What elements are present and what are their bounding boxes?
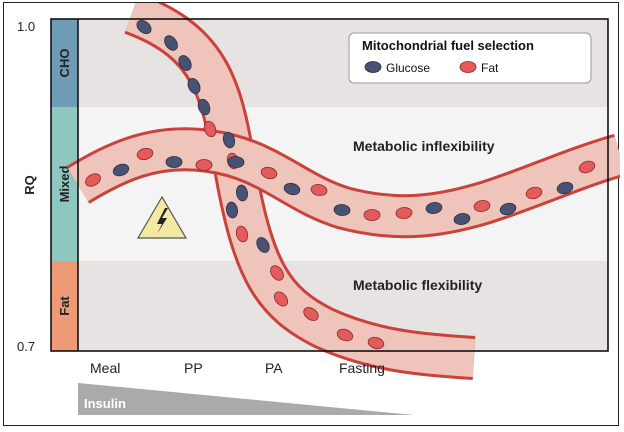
vessels bbox=[66, 0, 624, 380]
glucose-cell bbox=[222, 131, 236, 149]
y-axis-bottom-value: 0.7 bbox=[17, 339, 35, 354]
glucose-cell bbox=[187, 77, 201, 95]
legend-box bbox=[348, 32, 592, 84]
fat-cell bbox=[363, 209, 381, 221]
inflexibility-label: Metabolic inflexibility bbox=[353, 138, 495, 154]
legend-glucose-swatch bbox=[364, 61, 382, 73]
figure-frame: CHO Mixed Fat Metabolic inflexibility Me… bbox=[3, 0, 624, 426]
glucose-cell bbox=[425, 202, 443, 214]
fat-cell bbox=[195, 159, 213, 171]
fat-cell bbox=[367, 336, 385, 350]
glucose-cell bbox=[112, 163, 130, 177]
fat-cell bbox=[395, 207, 413, 219]
fat-cell bbox=[310, 184, 328, 196]
steep-vessel-wall bbox=[125, 0, 476, 377]
diagram-canvas: CHO Mixed Fat Metabolic inflexibility Me… bbox=[17, 0, 624, 415]
fat-cell bbox=[85, 173, 101, 187]
fat-cell bbox=[303, 307, 319, 321]
glucose-cell bbox=[283, 182, 301, 196]
glucose-cell bbox=[164, 35, 178, 51]
x-tick-pa: PA bbox=[265, 360, 283, 376]
y-axis-label: RQ bbox=[22, 175, 37, 195]
fat-cell bbox=[525, 186, 543, 200]
glucose-cell bbox=[499, 202, 517, 216]
glucose-cell bbox=[226, 201, 238, 219]
x-tick-meal: Meal bbox=[90, 360, 120, 376]
fat-cell bbox=[235, 225, 249, 243]
band-mixed-label: Mixed bbox=[57, 166, 72, 203]
fat-cell bbox=[260, 166, 278, 180]
band-fat-label: Fat bbox=[57, 296, 72, 316]
fat-cell bbox=[336, 328, 354, 342]
insulin-label: Insulin bbox=[84, 396, 126, 411]
fat-cell bbox=[473, 200, 491, 212]
lightning-warning-icon bbox=[136, 195, 188, 239]
glucose-cell bbox=[136, 19, 152, 35]
band-cho-label: CHO bbox=[57, 49, 72, 78]
flexibility-label: Metabolic flexibility bbox=[353, 277, 482, 293]
plot-border bbox=[50, 18, 609, 352]
fat-cell bbox=[273, 291, 289, 307]
legend-glucose-label: Glucose bbox=[386, 61, 430, 75]
glucose-cell bbox=[453, 213, 471, 225]
glucose-cell bbox=[165, 156, 183, 168]
steep-vessel bbox=[123, 0, 476, 380]
x-tick-pp: PP bbox=[184, 360, 203, 376]
legend-title: Mitochondrial fuel selection bbox=[362, 38, 534, 53]
legend-fat-label: Fat bbox=[481, 61, 499, 75]
glucose-cell bbox=[333, 204, 351, 216]
glucose-cell bbox=[236, 184, 248, 202]
fat-cell bbox=[203, 120, 217, 138]
band-fat bbox=[51, 261, 78, 351]
x-tick-fasting: Fasting bbox=[339, 360, 385, 376]
fat-cell bbox=[136, 147, 154, 161]
glucose-cell bbox=[556, 181, 574, 195]
band-cho bbox=[51, 19, 78, 107]
glucose-cell bbox=[256, 237, 270, 253]
legend: Mitochondrial fuel selection Glucose Fat bbox=[348, 32, 592, 84]
legend-fat-swatch bbox=[459, 61, 477, 73]
fat-cell bbox=[270, 265, 284, 281]
y-axis-top-value: 1.0 bbox=[17, 19, 35, 34]
insulin-wedge bbox=[78, 383, 414, 415]
glucose-cell bbox=[227, 156, 245, 168]
fat-cell bbox=[578, 160, 596, 174]
glucose-cell bbox=[178, 55, 192, 71]
band-mixed bbox=[51, 107, 78, 261]
glucose-cell bbox=[197, 98, 211, 116]
